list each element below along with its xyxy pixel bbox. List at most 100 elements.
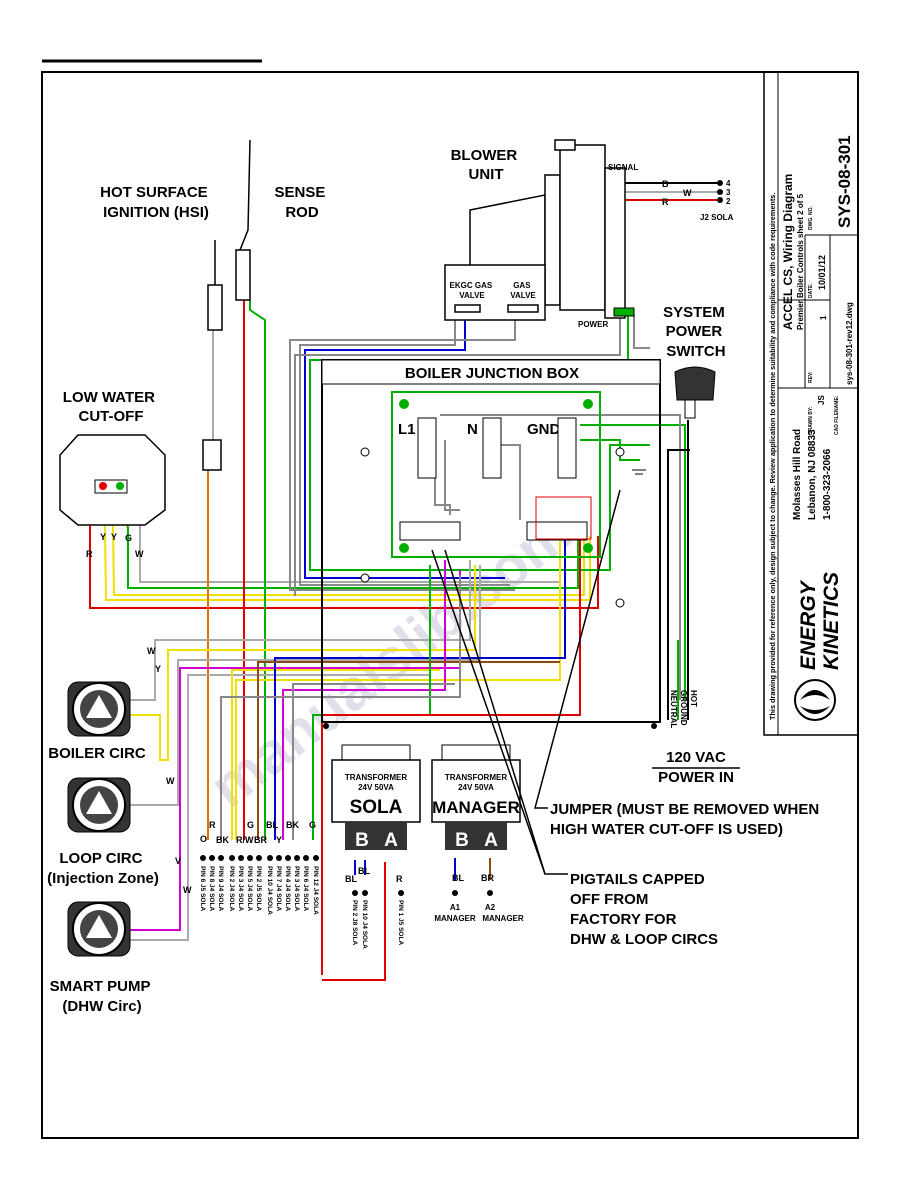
power-switch bbox=[674, 366, 716, 419]
pigtails-note: PIGTAILS CAPPED OFF FROM FACTORY FOR DHW… bbox=[570, 871, 718, 948]
smart-pump bbox=[67, 901, 131, 957]
smart-pump-label: SMART PUMP (DHW Circ) bbox=[50, 978, 155, 1015]
manager-wire-br: BR bbox=[481, 873, 494, 883]
lwco-wire-r: R bbox=[86, 549, 93, 559]
company-2: KINETICS bbox=[820, 572, 843, 670]
transformer-sola-name: SOLA bbox=[350, 797, 403, 818]
gas-valve-label: GAS VALVE bbox=[510, 281, 536, 300]
blower-signal-label: SIGNAL bbox=[608, 163, 638, 172]
terminal-n-label: N bbox=[467, 421, 478, 438]
drawn-by-label: DRAWN BY: bbox=[808, 406, 814, 435]
sola-wire-codes: O R BK R/W G BR BL Y BK G bbox=[200, 820, 316, 845]
transformer-pin-labels: PIN 2 J8 SOLA PIN 10 J4 SOLA PIN 1 J5 SO… bbox=[351, 900, 404, 949]
leader-lines bbox=[431, 489, 621, 875]
svg-text:PIN 5 J4 SOLA: PIN 5 J4 SOLA bbox=[246, 866, 253, 911]
transformer-manager-title: TRANSFORMER bbox=[445, 773, 507, 782]
boiler-circ-pump bbox=[67, 681, 131, 737]
blower-power-plug bbox=[613, 307, 635, 317]
hsi-assembly bbox=[202, 240, 223, 471]
rev-value: 1 bbox=[819, 315, 828, 320]
lwco-body bbox=[59, 434, 166, 526]
company-1: ENERGY bbox=[797, 579, 820, 670]
transformer-sola-a: A bbox=[384, 830, 398, 851]
junction-box-label: BOILER JUNCTION BOX bbox=[405, 365, 579, 382]
power-lead-labels: NEUTRAL GROUND HOT bbox=[669, 690, 698, 728]
svg-text:BL: BL bbox=[266, 820, 278, 830]
ekgc-valve-label: EKGC GAS VALVE bbox=[450, 281, 495, 300]
loop-circ-label: LOOP CIRC (Injection Zone) bbox=[47, 850, 159, 887]
gas-valve-box bbox=[444, 264, 546, 321]
blower-unit bbox=[469, 139, 626, 319]
blower-wire-r: R bbox=[662, 197, 669, 207]
svg-text:2: 2 bbox=[726, 197, 731, 206]
drawn-by: JS bbox=[817, 395, 826, 405]
transformer-manager-b: B bbox=[455, 830, 469, 851]
address-2: Lebanon, NJ 08833 bbox=[807, 429, 818, 520]
wire-bundle bbox=[89, 182, 720, 981]
circ-wire-w2: W bbox=[166, 776, 175, 786]
transformer-wire-r: R bbox=[396, 874, 403, 884]
company-logo-icon bbox=[794, 679, 836, 721]
transformer-manager bbox=[431, 744, 521, 850]
svg-text:PIN 3 J4 SOLA: PIN 3 J4 SOLA bbox=[293, 866, 300, 911]
ground-symbol bbox=[632, 469, 646, 475]
transformer-manager-a: A bbox=[484, 830, 498, 851]
lwco-label: LOW WATER CUT-OFF bbox=[63, 389, 159, 425]
svg-text:PIN 8 J4 SOLA: PIN 8 J4 SOLA bbox=[208, 866, 215, 911]
svg-text:G: G bbox=[309, 820, 316, 830]
svg-text:R/W: R/W bbox=[236, 835, 254, 845]
svg-text:R: R bbox=[209, 820, 216, 830]
sense-rod-label: SENSE ROD bbox=[274, 184, 329, 221]
svg-text:G: G bbox=[247, 820, 254, 830]
svg-text:BK: BK bbox=[216, 835, 229, 845]
svg-text:J2 SOLA: J2 SOLA bbox=[700, 213, 734, 222]
svg-text:PIN 9 J4 SOLA: PIN 9 J4 SOLA bbox=[217, 866, 224, 911]
lwco-wire-y1: Y bbox=[100, 532, 106, 542]
svg-text:NEUTRAL: NEUTRAL bbox=[669, 690, 678, 728]
address-3: 1-800-323-2066 bbox=[822, 448, 833, 520]
manager-a1-label: MANAGER bbox=[434, 914, 476, 923]
blower-wire-w: W bbox=[683, 188, 692, 198]
svg-text:O: O bbox=[200, 834, 207, 844]
transformer-sola bbox=[331, 744, 421, 850]
svg-text:PIN 10 J4 SOLA: PIN 10 J4 SOLA bbox=[361, 900, 368, 949]
title-sub: Premier Boiler Controls sheet 2 of 5 bbox=[796, 193, 805, 330]
date-value: 10/01/12 bbox=[817, 255, 827, 290]
boiler-circ-label: BOILER CIRC bbox=[48, 745, 146, 762]
title-disclaimer: This drawing provided for reference only… bbox=[768, 193, 777, 720]
svg-text:PIN 2 J4 SOLA: PIN 2 J4 SOLA bbox=[228, 866, 235, 911]
transformer-wire-bl1: BL bbox=[345, 874, 357, 884]
system-switch-label: SYSTEM POWER SWITCH bbox=[663, 304, 729, 360]
address-1: Molasses Hill Road bbox=[792, 429, 803, 520]
power-in-label-1: 120 VAC bbox=[666, 749, 726, 766]
svg-text:GROUND: GROUND bbox=[679, 690, 688, 726]
circ-wire-w1: W bbox=[147, 646, 156, 656]
svg-text:PIN 3 J4 SOLA: PIN 3 J4 SOLA bbox=[237, 866, 244, 911]
terminal-blocks bbox=[399, 417, 592, 541]
transformer-sola-title: TRANSFORMER bbox=[345, 773, 407, 782]
power-in-label-2: POWER IN bbox=[658, 769, 734, 786]
svg-text:PIN 1 J5 SOLA: PIN 1 J5 SOLA bbox=[397, 900, 404, 945]
svg-text:PIN 7 J4 SOLA: PIN 7 J4 SOLA bbox=[275, 866, 282, 911]
cad-label: CAD FILENAME: bbox=[834, 395, 840, 435]
loop-circ-pump bbox=[67, 777, 131, 833]
dwg-no: SYS-08-301 bbox=[835, 135, 854, 228]
circ-wire-w3: W bbox=[183, 885, 192, 895]
svg-text:Y: Y bbox=[276, 835, 282, 845]
blower-wire-b: B bbox=[662, 179, 669, 189]
sola-pin-labels: PIN 6 J5 SOLA PIN 8 J4 SOLA PIN 9 J4 SOL… bbox=[199, 866, 319, 915]
dwg-no-label: DWG. NO. bbox=[808, 206, 814, 230]
jumper-note: JUMPER (MUST BE REMOVED WHEN HIGH WATER … bbox=[550, 801, 823, 838]
transformer-sola-rating: 24V 50VA bbox=[358, 783, 394, 792]
lwco-wire-g: G bbox=[125, 533, 132, 543]
blower-power-label: POWER bbox=[578, 320, 608, 329]
svg-text:HOT: HOT bbox=[689, 690, 698, 707]
junction-box-header bbox=[321, 359, 661, 385]
transformer-wire-bl2: BL bbox=[358, 866, 370, 876]
svg-text:3: 3 bbox=[726, 188, 731, 197]
circ-wire-y: Y bbox=[155, 664, 161, 674]
rev-label: REV: bbox=[808, 371, 814, 383]
circ-wire-v: V bbox=[175, 856, 181, 866]
cad-file: sys-08-301-rev12.dwg bbox=[845, 302, 854, 385]
svg-text:PIN 2 J5 SOLA: PIN 2 J5 SOLA bbox=[255, 866, 262, 911]
